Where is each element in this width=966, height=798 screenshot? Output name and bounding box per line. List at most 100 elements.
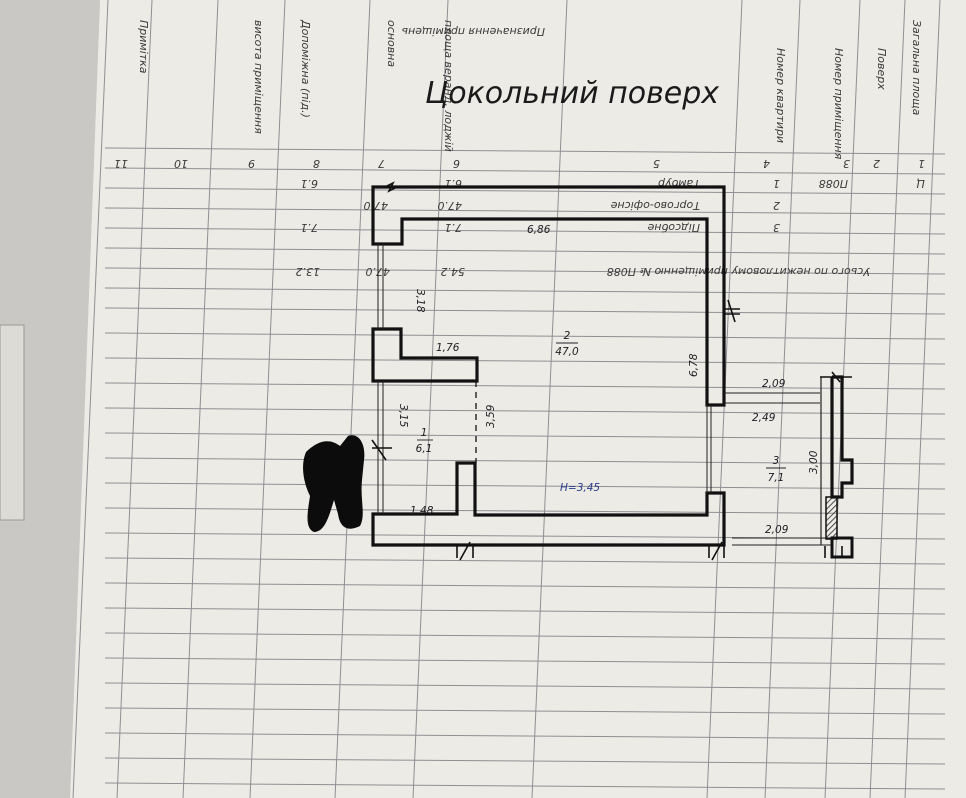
room-3-hatched-column (825, 496, 838, 540)
column-number: 9 (248, 157, 255, 170)
room-2-number: 2 (564, 330, 571, 342)
room-3-area: 7,1 (768, 472, 785, 484)
column-number: 2 (873, 157, 880, 170)
grid-row-line (104, 167, 946, 175)
grid-row-line (104, 482, 946, 490)
grid-row-line (104, 657, 946, 665)
grid-column-line (412, 0, 449, 798)
dim-partition-height: 3,59 (485, 404, 497, 428)
floor-plan (371, 181, 854, 561)
room-labels: 1 6,1 2 47,0 3 7,1 H=3,45 (416, 330, 786, 494)
table-cell: 1 (773, 177, 780, 190)
header-h-osnovna: основна (385, 20, 398, 67)
column-number: 3 (843, 157, 850, 170)
room-1-area: 6,1 (416, 443, 433, 455)
grid-column-line (869, 0, 906, 798)
grid-row-line (104, 557, 946, 565)
column-number: 7 (378, 157, 385, 170)
grid-column-line (531, 0, 568, 798)
table-cell: Підсобне (647, 221, 700, 234)
form-grid (72, 0, 946, 798)
table-cell: Торгово-офісне (610, 199, 700, 212)
dim-east-height: 6,78 (688, 353, 700, 377)
dim-west-lower: 3,15 (397, 404, 409, 428)
room-2-area: 47,0 (555, 346, 579, 358)
grid-row-line (104, 632, 946, 640)
grid-row-line (104, 607, 946, 615)
table-cell: 2 (773, 199, 780, 212)
grid-row-line (104, 507, 946, 515)
grid-row-line (104, 207, 946, 215)
grid-row-line (104, 582, 946, 590)
header-h-ploshcha-ver: площа веранд, лоджій (442, 20, 455, 152)
redaction-scribble (303, 435, 365, 532)
grid-column-line (764, 0, 801, 798)
grid-row-line (104, 382, 946, 390)
dim-south-entry: 1,48 (410, 505, 434, 517)
room-1-label: 1 6,1 (416, 427, 433, 455)
table-cell: 3 (773, 221, 780, 234)
grid-column-line (904, 0, 941, 798)
grid-row-line (104, 307, 946, 315)
grid-row-line (104, 732, 946, 740)
grid-row-line (104, 407, 946, 415)
grid-column-line (334, 0, 371, 798)
paper-sheet (70, 0, 966, 798)
dim-west-upper: 3,18 (414, 289, 426, 313)
column-number: 6 (453, 157, 460, 170)
column-number: 4 (763, 157, 770, 170)
table-cell: 47.0 (438, 199, 463, 212)
grid-row-line (104, 707, 946, 715)
south-wall (371, 461, 726, 547)
header-h-prymitka: Примітка (137, 20, 150, 74)
table-total-cell: 13.2 (296, 265, 321, 278)
header-h-zagalna: Загальна площа (910, 20, 923, 116)
grid-column-line (249, 0, 286, 798)
header-h-vysota: висота приміщення (252, 20, 265, 134)
header-h-nomer-prym: Номер приміщення (832, 48, 845, 160)
left-page-card (0, 324, 25, 521)
grid-row-line (104, 757, 946, 765)
column-number: 8 (313, 157, 320, 170)
plan-title: Цокольний поверх (425, 76, 719, 111)
grid-row-line (104, 357, 946, 365)
grid-row-line (104, 682, 946, 690)
outer-wall (371, 185, 726, 407)
grid-row-line (104, 457, 946, 465)
column-number: 1 (918, 157, 925, 170)
table-cell: 7.1 (445, 221, 463, 234)
grid-row-line (104, 782, 946, 790)
grid-row-line (104, 287, 946, 295)
room-3-south-wall (830, 536, 854, 559)
dim-connector-top: 2,09 (762, 378, 786, 390)
grid-row-line (104, 147, 946, 155)
grid-row-line (104, 267, 946, 275)
grid-row-line (104, 227, 946, 235)
dim-room3-height: 3,00 (808, 450, 820, 474)
room-2-label: 2 47,0 (555, 330, 579, 358)
table-cell: 47.0 (364, 199, 389, 212)
room-3-number: 3 (773, 455, 780, 467)
header-h-dopomizhna: Допоміжна (під.) (299, 19, 312, 118)
header-h-priznachennia: Призначення приміщень (402, 25, 545, 38)
ceiling-height-label: H=3,45 (560, 482, 600, 494)
header-h-nomer-kv: Номер квартири (774, 48, 787, 143)
grid-row-line (104, 187, 946, 195)
grid-row-line (104, 332, 946, 340)
grid-row-line (104, 432, 946, 440)
grid-row-line (104, 247, 946, 255)
column-number: 5 (653, 157, 660, 170)
dimension-labels: 6,86 3,18 1,76 6,78 2,09 2,49 3,15 3,59 … (397, 224, 820, 536)
dim-north-width: 6,86 (527, 224, 551, 236)
dim-notch-width: 1,76 (436, 342, 460, 354)
grid-column-line (72, 0, 109, 798)
table-cell: П088 (819, 177, 848, 190)
room-1-number: 1 (421, 427, 428, 439)
table-cell: 6.1 (301, 177, 319, 190)
dim-connector-bottom: 2,09 (765, 524, 789, 536)
room-3-label: 3 7,1 (766, 455, 786, 484)
grid-column-line (116, 0, 153, 798)
column-number: 11 (114, 157, 128, 170)
